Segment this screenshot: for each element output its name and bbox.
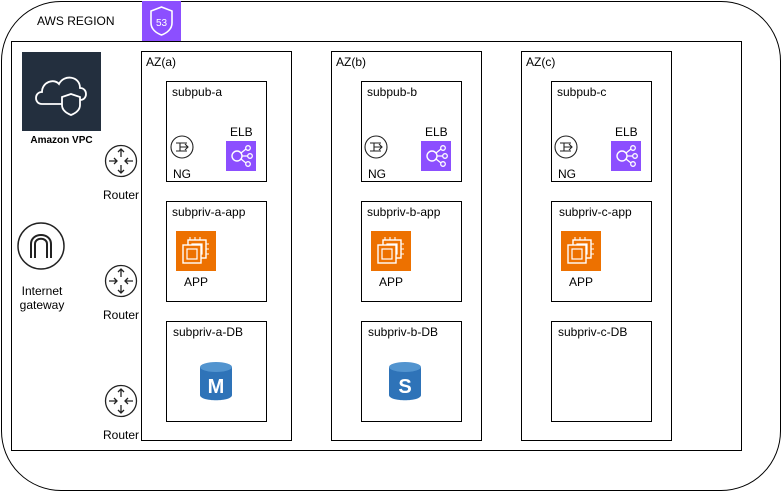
rds-master-icon-letter: M [208,376,225,398]
subnet-label: subpriv-c-app [559,205,632,219]
nat-gateway-label: NG [558,167,576,181]
aws-region-label: AWS REGION [37,14,115,28]
private-db-subnet-a [166,321,267,422]
subnet-label: subpriv-b-app [367,205,441,219]
elb-icon [226,141,256,171]
app-label: APP [569,275,594,289]
route53-icon: 53 [142,1,181,41]
subnet-label: subpriv-a-app [172,205,246,219]
router-label: Router [103,428,140,442]
elb-icon [421,141,451,171]
elb-icon [611,141,641,171]
nat-gateway-icon [170,135,194,159]
ec2-instance-icon [561,231,601,271]
internet-gateway-icon [17,222,67,272]
app-label: APP [184,275,209,289]
subnet-label: subpriv-c-DB [558,325,628,339]
rds-master-icon: M [199,361,233,401]
router-label: Router [103,308,140,322]
internet-gateway-label-line1: Internet [21,284,63,298]
ec2-instance-icon [371,231,411,271]
subnet-label: subpub-a [172,85,223,99]
elb-label: ELB [230,125,253,139]
subnet-label: subpriv-a-DB [173,325,244,339]
subnet-label: subpub-c [557,85,607,99]
router-icon [104,144,138,178]
vpc-boundary [11,41,742,451]
app-label: APP [379,275,404,289]
subnet-label: subpub-b [367,85,418,99]
az-label: AZ(a) [146,55,176,69]
nat-gateway-label: NG [173,167,191,181]
router-label: Router [103,188,140,202]
router-icon [104,264,138,298]
private-db-subnet-c [551,321,652,422]
rds-standby-icon-letter: S [398,376,411,398]
internet-gateway-label-line2: gateway [19,298,65,312]
ec2-instance-icon [176,231,216,271]
rds-standby-icon: S [388,361,422,401]
route53-icon-text: 53 [156,18,168,29]
subnet-label: subpriv-b-DB [368,325,439,339]
vpc-icon [22,52,101,131]
nat-gateway-icon [554,135,578,159]
nat-gateway-icon [364,135,388,159]
vpc-label: Amazon VPC [30,135,93,146]
router-icon [104,384,138,418]
az-label: AZ(b) [336,55,366,69]
az-label: AZ(c) [526,55,556,69]
elb-label: ELB [425,125,448,139]
nat-gateway-label: NG [368,167,386,181]
elb-label: ELB [615,125,638,139]
